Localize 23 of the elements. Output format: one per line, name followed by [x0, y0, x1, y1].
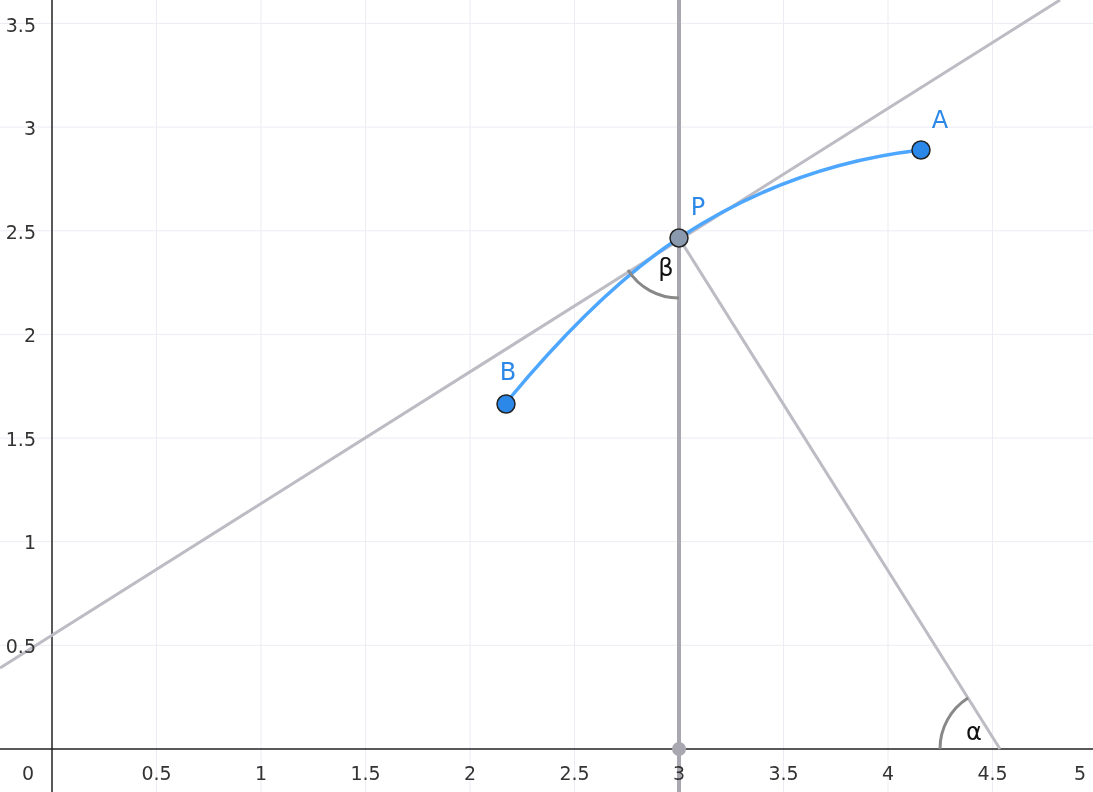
tick-label: 4.5: [977, 763, 1008, 783]
tick-label: 3: [672, 763, 686, 783]
tick-label: 2.5: [559, 763, 590, 783]
tick-label: 2.5: [5, 222, 36, 242]
tick-label: 0.5: [5, 636, 36, 656]
tick-label: 3: [23, 118, 36, 138]
angle-label: α: [966, 720, 982, 744]
tick-label: 1.5: [350, 763, 381, 783]
tick-label: 2: [23, 325, 36, 345]
tick-label: 3.5: [768, 763, 799, 783]
tick-label: 0: [21, 763, 35, 783]
point-label: P: [690, 195, 706, 219]
angle-label: β: [658, 256, 674, 280]
tick-label: 2: [463, 763, 477, 783]
tick-label: 4: [881, 763, 895, 783]
tick-label: 3.5: [5, 15, 36, 35]
tick-label: 5: [1073, 763, 1087, 783]
point-label: B: [499, 360, 517, 384]
tick-label: 1.5: [5, 429, 36, 449]
point-label: A: [931, 108, 949, 132]
tick-label: 1: [23, 532, 36, 552]
tick-label: 0.5: [141, 763, 172, 783]
tick-label: 1: [254, 763, 268, 783]
